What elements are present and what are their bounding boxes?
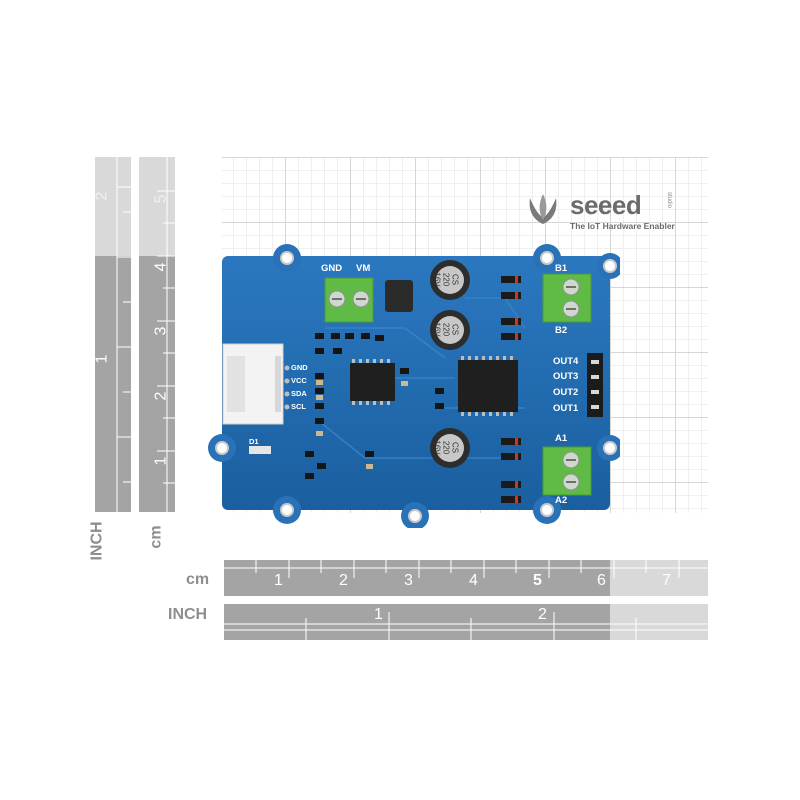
logo-side-text: studio — [666, 192, 672, 209]
capacitor-line2: 220 — [441, 272, 451, 287]
vertical-cm-tick-label: 3 — [152, 326, 170, 336]
vertical-cm-tick-label: 1 — [152, 456, 170, 466]
horizontal-cm-tick-label: 1 — [274, 572, 283, 589]
horizontal-inch-tick-label: 2 — [538, 606, 547, 623]
vertical-cm-ruler-light — [139, 157, 175, 256]
horizontal-inch-ruler — [224, 604, 610, 640]
horizontal-cm-tick-label: 6 — [597, 572, 606, 589]
horizontal-cm-ruler — [224, 560, 610, 596]
pcb-pin-scl: SCL — [291, 402, 306, 411]
horizontal-cm-tick-label: 2 — [339, 572, 348, 589]
horizontal-inch-tick-label: 1 — [374, 606, 383, 623]
capacitor-line2: 220 — [441, 440, 451, 455]
motor-driver-board — [208, 244, 620, 528]
pcb-label-b2: B2 — [555, 325, 568, 336]
logo-brand-text: seeed — [570, 190, 642, 220]
pcb-label-out4: OUT4 — [553, 356, 579, 367]
pcb-pin-sda: SDA — [291, 389, 307, 398]
capacitor-label: CS 220 16V — [433, 317, 460, 343]
pcb-label-vm: VM — [356, 263, 371, 274]
horizontal-cm-tick-label: 4 — [469, 572, 478, 589]
horizontal-cm-unit: cm — [186, 571, 210, 588]
pcb-label-out2: OUT2 — [553, 387, 579, 398]
seeed-logo-mark — [529, 194, 557, 224]
horizontal-inch-unit: INCH — [168, 606, 208, 623]
pcb-label-a1: A1 — [555, 433, 568, 444]
pcb-label-out1: OUT1 — [553, 403, 579, 414]
vertical-cm-ticks — [157, 157, 175, 512]
vertical-cm-tick-label: 5 — [152, 194, 170, 204]
vertical-cm-tick-label: 2 — [152, 391, 170, 401]
vertical-cm-ruler — [139, 256, 175, 512]
seeed-logo: seeed The IoT Hardware Enabler studio — [522, 190, 687, 235]
capacitor-line3: 16V — [432, 440, 442, 455]
vertical-cm-tick-label: 4 — [152, 262, 170, 272]
pcb-label-gnd-power: GND — [321, 263, 343, 274]
capacitor-line2: 220 — [441, 322, 451, 337]
capacitor-line3: 16V — [432, 322, 442, 337]
horizontal-cm-tick-label: 3 — [404, 572, 413, 589]
capacitor-label: CS 220 16V — [433, 267, 460, 293]
capacitor-line1: CS — [450, 273, 460, 286]
horizontal-cm-ticks — [224, 560, 708, 578]
capacitor-line1: CS — [450, 441, 460, 454]
horizontal-cm-ruler-light — [610, 560, 708, 596]
vertical-cm-unit: cm — [147, 525, 165, 549]
vertical-inch-tick-label: 2 — [93, 191, 111, 201]
horizontal-inch-ticks — [224, 612, 708, 640]
pcb-pin-gnd: GND — [291, 363, 308, 372]
horizontal-inch-ruler-light — [610, 604, 708, 640]
capacitor-line3: 16V — [432, 272, 442, 287]
vertical-inch-tick-label: 1 — [93, 354, 111, 364]
horizontal-cm-tick-label: 5 — [533, 572, 542, 589]
capacitor-label: CS 220 16V — [433, 435, 460, 461]
vertical-inch-ruler-light — [95, 157, 131, 256]
logo-tagline: The IoT Hardware Enabler — [570, 221, 675, 231]
pcb-label-b1: B1 — [555, 263, 568, 274]
vertical-inch-ruler — [95, 256, 131, 512]
pcb-pin-vcc: VCC — [291, 376, 307, 385]
capacitor-line1: CS — [450, 323, 460, 336]
vertical-inch-unit: INCH — [88, 521, 106, 561]
pcb-label-out3: OUT3 — [553, 371, 579, 382]
pcb-label-a2: A2 — [555, 495, 568, 506]
vertical-inch-ticks — [116, 157, 131, 512]
pcb-label-d1: D1 — [249, 437, 259, 446]
horizontal-cm-tick-label: 7 — [662, 572, 671, 589]
